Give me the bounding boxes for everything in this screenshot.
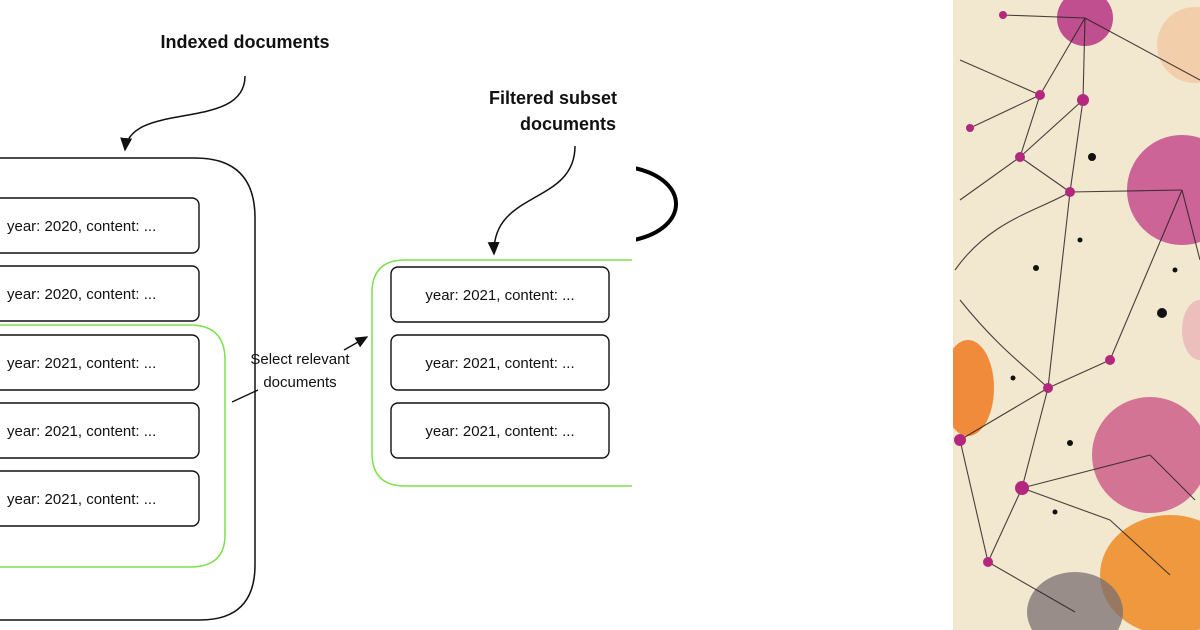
filtered-document-item: year: 2021, content: ...: [390, 334, 610, 391]
network-artwork: [953, 0, 1200, 630]
selected-documents-region: [0, 324, 226, 568]
document-text: year: 2021, content: ...: [425, 355, 574, 372]
crop-edge: [632, 0, 636, 630]
blob-orange-bottom: [1100, 515, 1200, 630]
blob-rose-right: [1182, 300, 1200, 360]
indexed-title-arrow: [120, 75, 246, 152]
filtered-document-list: year: 2021, content: ... year: 2021, con…: [390, 266, 610, 459]
filtered-documents-container: [371, 259, 632, 487]
network-lines: [954, 14, 1200, 613]
blob-gray-bottom: [1027, 572, 1123, 630]
blob-orange-left: [953, 340, 994, 436]
ink-dots: [1010, 153, 1178, 515]
indexed-document-item: year: 2021, content: ...: [0, 334, 200, 391]
document-text: year: 2020, content: ...: [7, 218, 156, 235]
document-text: year: 2020, content: ...: [7, 286, 156, 303]
network-nodes: [954, 11, 1115, 567]
filtered-subset-title-line1: Filtered subset: [489, 88, 617, 108]
document-text: year: 2021, content: ...: [425, 287, 574, 304]
select-relevant-label-line2: documents: [263, 374, 336, 391]
decorative-arc: [633, 166, 678, 242]
select-relevant-label-line1: Select relevant: [250, 351, 350, 368]
indexed-document-list: year: 2020, content: ... year: 2020, con…: [0, 197, 200, 527]
indexed-document-item: year: 2021, content: ...: [0, 470, 200, 527]
filtered-document-item: year: 2021, content: ...: [390, 266, 610, 323]
select-connector-line: [231, 389, 259, 403]
indexed-document-item: year: 2021, content: ...: [0, 402, 200, 459]
filtered-title-arrow: [487, 145, 576, 256]
blob-peach-top: [1157, 7, 1200, 83]
indexed-document-item: year: 2020, content: ...: [0, 265, 200, 322]
document-text: year: 2021, content: ...: [7, 491, 156, 508]
document-text: year: 2021, content: ...: [7, 423, 156, 440]
document-text: year: 2021, content: ...: [7, 355, 156, 372]
document-text: year: 2021, content: ...: [425, 423, 574, 440]
filtered-subset-title-line2: documents: [520, 114, 616, 134]
select-arrow: [343, 336, 369, 351]
indexed-documents-container: [0, 157, 256, 621]
filtered-document-item: year: 2021, content: ...: [390, 402, 610, 459]
indexed-document-item: year: 2020, content: ...: [0, 197, 200, 254]
indexed-documents-title: Indexed documents: [160, 32, 329, 52]
blob-pink-large: [1092, 397, 1200, 513]
